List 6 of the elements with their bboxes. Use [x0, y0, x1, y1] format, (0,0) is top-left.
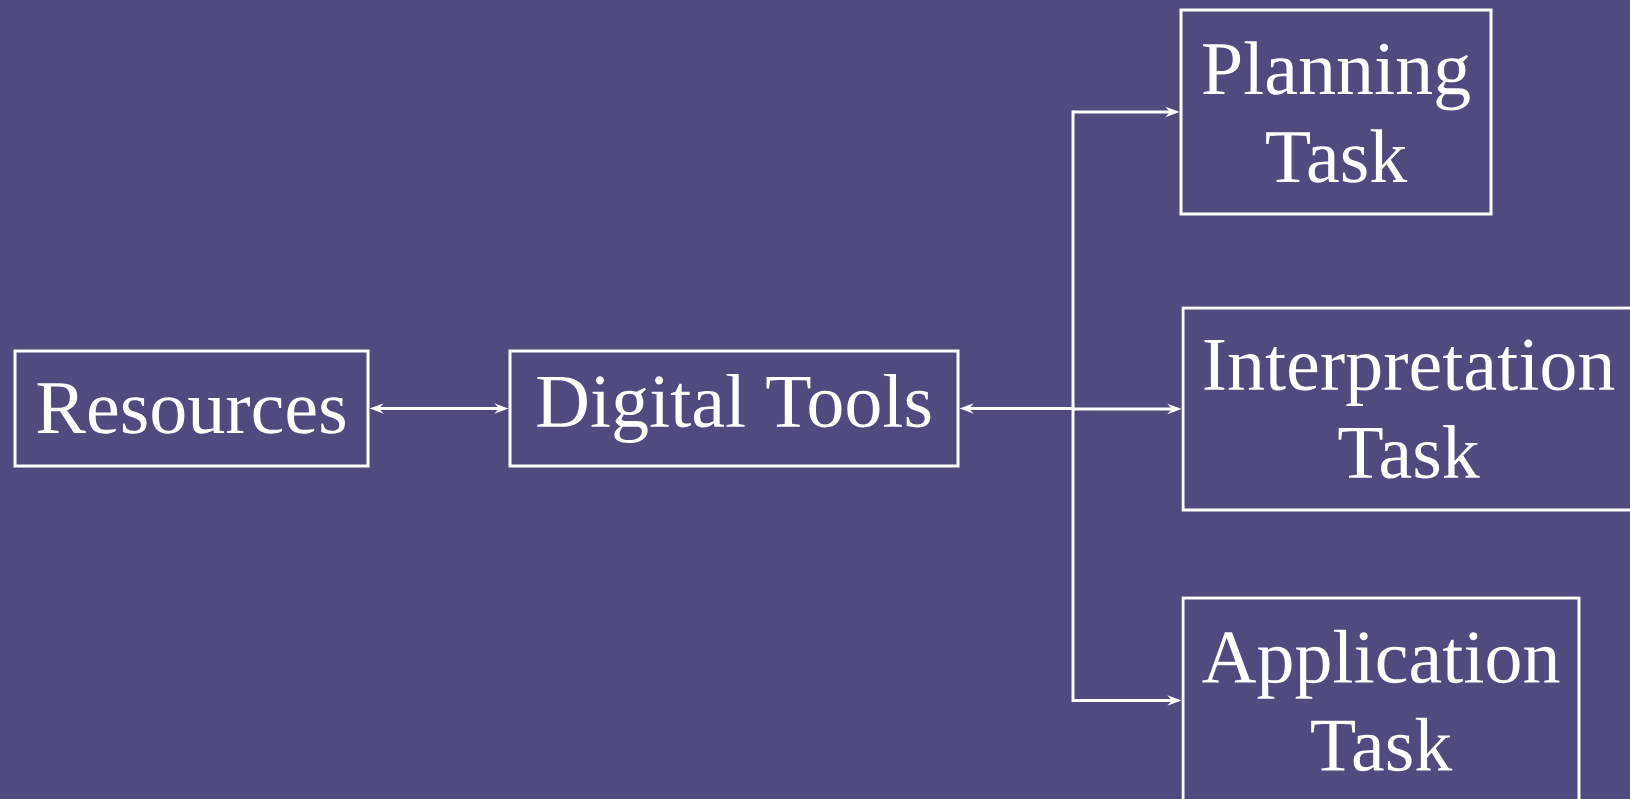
process-box: Resources [13, 349, 370, 468]
process-box: Digital Tools [508, 349, 960, 468]
process-box: Interpretation Task [1181, 306, 1630, 512]
process-box: Planning Task [1179, 8, 1493, 216]
process-box: Application Task [1181, 596, 1581, 799]
line [1071, 110, 1075, 702]
